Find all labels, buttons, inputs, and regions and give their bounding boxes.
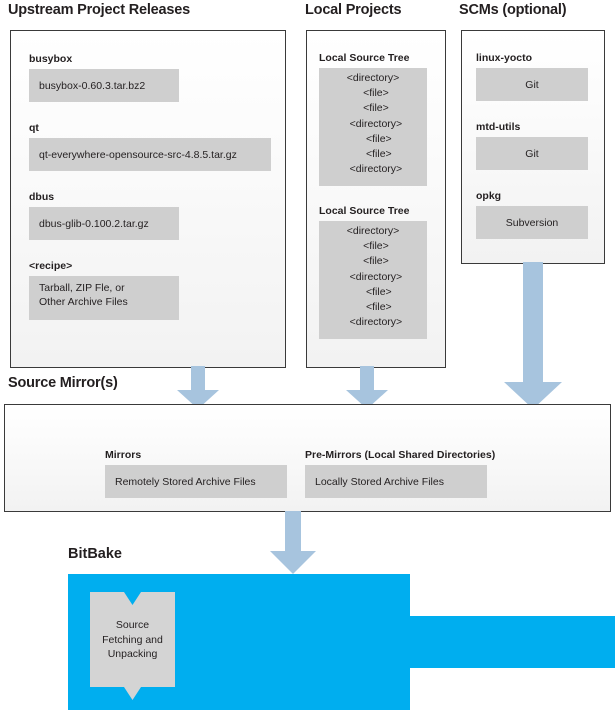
mirrors-value: Remotely Stored Archive Files bbox=[105, 465, 287, 498]
scms-panel: linux-yocto Git mtd-utils Git opkg Subve… bbox=[461, 30, 605, 264]
local-source-tree-box-1: <directory> <file> <file> <directory> <f… bbox=[319, 68, 427, 186]
bitbake-title: BitBake bbox=[68, 546, 122, 562]
mirrors-label: Mirrors bbox=[105, 449, 142, 461]
local-source-tree-box-2: <directory> <file> <file> <directory> <f… bbox=[319, 221, 427, 339]
task-line-2: Fetching and bbox=[102, 633, 163, 646]
upstream-item-value-recipe: Tarball, ZIP Fle, or Other Archive Files bbox=[29, 276, 179, 320]
tree-line: <directory> bbox=[343, 316, 403, 329]
scm-item-value-linux-yocto: Git bbox=[476, 68, 588, 101]
local-projects-column-title: Local Projects bbox=[305, 2, 402, 18]
source-fetching-and-unpacking-text: Source Fetching and Unpacking bbox=[90, 618, 175, 662]
tree-line: <file> bbox=[354, 301, 392, 314]
tree-line: <directory> bbox=[343, 270, 403, 283]
task-line-3: Unpacking bbox=[107, 648, 158, 660]
scm-item-label-mtd-utils: mtd-utils bbox=[476, 121, 521, 133]
upstream-item-value-dbus: dbus-glib-0.100.2.tar.gz bbox=[29, 207, 179, 240]
tree-line: <file> bbox=[357, 87, 389, 100]
scms-column-title: SCMs (optional) bbox=[459, 2, 567, 18]
tree-line: <file> bbox=[354, 285, 392, 298]
source-mirror-panel: Mirrors Remotely Stored Archive Files Pr… bbox=[4, 404, 611, 512]
recipe-value-line-2: Other Archive Files bbox=[39, 296, 128, 308]
tree-line: <file> bbox=[354, 148, 392, 161]
tree-line: <file> bbox=[357, 255, 389, 268]
task-line-1: Source bbox=[115, 619, 150, 631]
scm-item-label-linux-yocto: linux-yocto bbox=[476, 52, 533, 64]
tree-line: <file> bbox=[357, 240, 389, 253]
pre-mirrors-label: Pre-Mirrors (Local Shared Directories) bbox=[305, 449, 496, 461]
scm-item-label-opkg: opkg bbox=[476, 190, 502, 202]
arrow-scms-to-mirror bbox=[503, 262, 563, 410]
upstream-item-value-busybox: busybox-0.60.3.tar.bz2 bbox=[29, 69, 179, 102]
tree-line: <directory> bbox=[343, 117, 403, 130]
upstream-item-label-dbus: dbus bbox=[29, 191, 55, 203]
upstream-item-label-busybox: busybox bbox=[29, 53, 73, 65]
local-projects-panel: Local Source Tree <directory> <file> <fi… bbox=[306, 30, 446, 368]
tree-line: <directory> bbox=[346, 72, 400, 84]
upstream-item-label-qt: qt bbox=[29, 122, 39, 134]
arrow-mirror-to-bitbake bbox=[269, 511, 317, 575]
source-mirror-title: Source Mirror(s) bbox=[8, 375, 118, 391]
local-source-tree-label-2: Local Source Tree bbox=[319, 205, 410, 217]
bitbake-block bbox=[68, 574, 615, 710]
source-fetching-and-unpacking-task: Source Fetching and Unpacking bbox=[90, 592, 175, 700]
scm-item-value-mtd-utils: Git bbox=[476, 137, 588, 170]
tree-line: <file> bbox=[354, 132, 392, 145]
local-source-tree-label-1: Local Source Tree bbox=[319, 52, 410, 64]
upstream-item-label-recipe: <recipe> bbox=[29, 260, 73, 272]
arrow-local-projects-to-mirror bbox=[345, 366, 389, 410]
upstream-panel: busybox busybox-0.60.3.tar.bz2 qt qt-eve… bbox=[10, 30, 286, 368]
arrow-upstream-to-mirror bbox=[176, 366, 220, 410]
upstream-column-title: Upstream Project Releases bbox=[8, 2, 190, 18]
tree-line: <directory> bbox=[343, 163, 403, 176]
tree-line: <directory> bbox=[346, 225, 400, 237]
upstream-item-value-qt: qt-everywhere-opensource-src-4.8.5.tar.g… bbox=[29, 138, 271, 171]
recipe-value-line-1: Tarball, ZIP Fle, or bbox=[39, 282, 125, 294]
pre-mirrors-value: Locally Stored Archive Files bbox=[305, 465, 487, 498]
tree-line: <file> bbox=[357, 102, 389, 115]
scm-item-value-opkg: Subversion bbox=[476, 206, 588, 239]
